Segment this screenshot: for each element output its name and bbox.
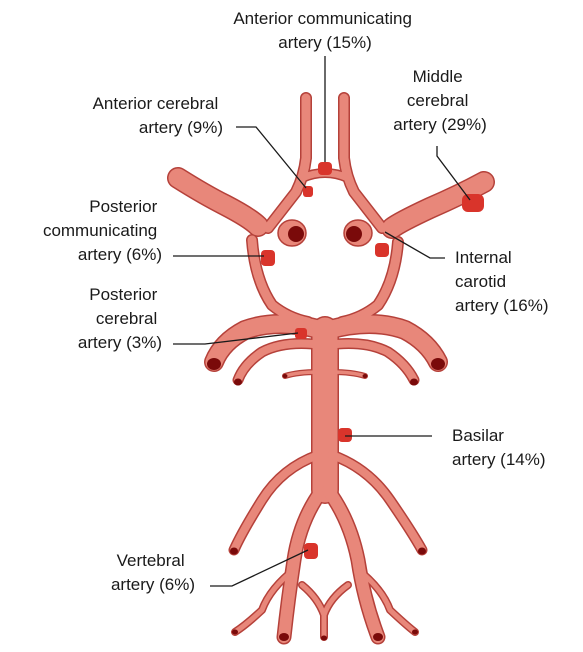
label-posterior-communicating: Posterior communicating artery (6%) [43, 197, 162, 264]
label-line: Posterior [89, 285, 157, 304]
label-line: carotid [455, 272, 506, 291]
labels: Anterior communicating artery (15%) Ante… [43, 9, 549, 594]
label-line: artery (16%) [455, 296, 549, 315]
label-vertebral: Vertebral artery (6%) [111, 551, 195, 594]
label-middle-cerebral: Middle cerebral artery (29%) [393, 67, 487, 134]
aneurysm-internal-carotid [375, 243, 389, 257]
carotid-cross-section-left [278, 220, 306, 246]
label-line: artery (6%) [111, 575, 195, 594]
label-basilar: Basilar artery (14%) [452, 426, 546, 469]
label-line: artery (9%) [139, 118, 223, 137]
label-line: Vertebral [117, 551, 185, 570]
aneurysm-basilar [338, 428, 352, 442]
aneurysm-middle-cerebral [462, 194, 484, 212]
label-line: artery (14%) [452, 450, 546, 469]
label-line: Internal [455, 248, 512, 267]
label-anterior-communicating: Anterior communicating artery (15%) [233, 9, 416, 52]
aneurysm-posterior-communicating [261, 250, 275, 266]
artery-tree [178, 98, 484, 641]
label-line: Anterior cerebral [93, 94, 219, 113]
label-internal-carotid: Internal carotid artery (16%) [455, 248, 549, 315]
label-line: cerebral [407, 91, 468, 110]
label-posterior-cerebral: Posterior cerebral artery (3%) [78, 285, 162, 352]
aneurysm-anterior-communicating [318, 162, 332, 175]
label-line: Anterior communicating [233, 9, 412, 28]
aneurysm-anterior-cerebral [303, 186, 313, 197]
label-line: artery (29%) [393, 115, 487, 134]
label-line: cerebral [96, 309, 157, 328]
carotid-cross-section-right [344, 220, 372, 246]
label-line: Middle [413, 67, 463, 86]
label-line: artery (3%) [78, 333, 162, 352]
label-line: Posterior [89, 197, 157, 216]
label-line: Basilar [452, 426, 504, 445]
label-line: communicating [43, 221, 157, 240]
label-anterior-cerebral: Anterior cerebral artery (9%) [93, 94, 223, 137]
label-line: artery (6%) [78, 245, 162, 264]
label-line: artery (15%) [278, 33, 372, 52]
